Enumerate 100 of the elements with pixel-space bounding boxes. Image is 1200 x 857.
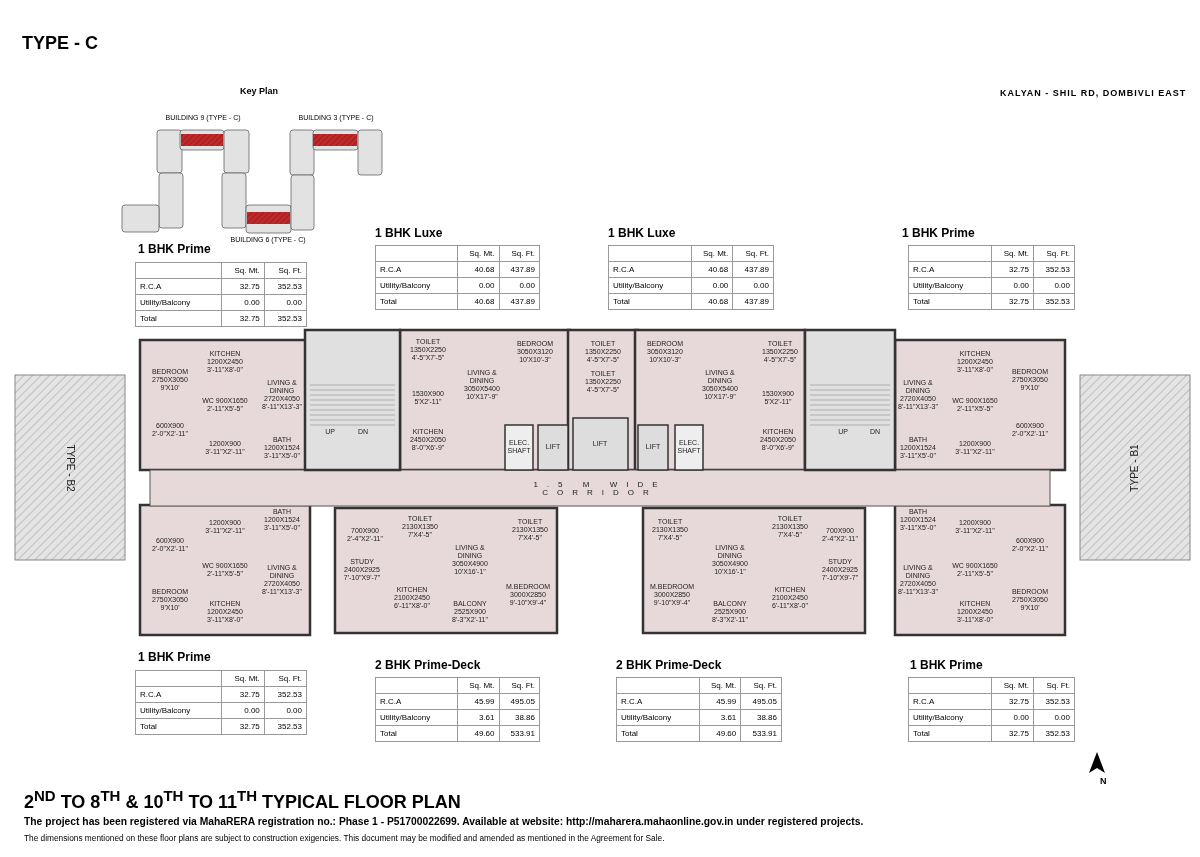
column-header: Sq. Mt. xyxy=(691,245,733,262)
area-value: 352.53 xyxy=(264,718,307,735)
room-label: TYPE - B1 xyxy=(1131,443,1139,494)
plan-caption: 2$^{ND}$ TO 8$^{TH}$ & 10$^{TH}$ TO 11$^{TH}$ TYPICAL FLOOR PLAN xyxy=(24,787,461,813)
area-value: 0.00 xyxy=(1033,277,1075,294)
row-label: Utility/Balcony xyxy=(908,277,992,294)
row-label: R.C.A xyxy=(135,278,221,295)
row-label: R.C.A xyxy=(135,686,221,703)
column-header: Sq. Ft. xyxy=(740,677,782,694)
area-value: 40.68 xyxy=(457,293,499,310)
area-value: 352.53 xyxy=(264,310,307,327)
column-header: Sq. Ft. xyxy=(732,245,774,262)
area-value: 45.99 xyxy=(457,693,499,710)
row-label: Utility/Balcony xyxy=(908,709,992,726)
row-label: R.C.A xyxy=(616,693,699,710)
row-label: Utility/Balcony xyxy=(135,702,221,719)
area-value: 32.75 xyxy=(991,293,1034,310)
unit-type-heading: 1 BHK Prime xyxy=(138,242,211,256)
row-label: Total xyxy=(135,310,221,327)
area-value: 40.68 xyxy=(691,261,733,278)
column-header: Sq. Ft. xyxy=(499,677,540,694)
area-value: 32.75 xyxy=(221,278,265,295)
area-value: 32.75 xyxy=(991,693,1034,710)
column-header: Sq. Mt. xyxy=(699,677,741,694)
area-value: 437.89 xyxy=(499,261,540,278)
row-label: Utility/Balcony xyxy=(608,277,691,294)
area-value: 32.75 xyxy=(221,310,265,327)
area-value: 3.61 xyxy=(457,709,499,726)
column-header: Sq. Mt. xyxy=(221,262,265,279)
column-header: Sq. Ft. xyxy=(1033,677,1075,694)
unit-type-heading: 1 BHK Luxe xyxy=(608,226,676,240)
area-value: 32.75 xyxy=(991,725,1034,742)
column-header: Sq. Mt. xyxy=(991,245,1034,262)
area-value: 0.00 xyxy=(221,702,265,719)
area-value: 38.86 xyxy=(740,709,782,726)
north-label: N xyxy=(1100,776,1107,786)
area-value: 0.00 xyxy=(691,277,733,294)
area-value: 495.05 xyxy=(499,693,540,710)
row-label: R.C.A xyxy=(375,693,458,710)
area-value: 533.91 xyxy=(499,725,540,742)
row-label: Utility/Balcony xyxy=(616,709,699,726)
area-value: 352.53 xyxy=(264,686,307,703)
column-header: Sq. Ft. xyxy=(499,245,540,262)
area-value: 40.68 xyxy=(691,293,733,310)
column-header: Sq. Mt. xyxy=(221,670,265,687)
row-label: Total xyxy=(616,725,699,742)
registration-note: The project has been registered via MahaRERA registration no.: Phase 1 - P51700022699. Available at website: http://maharera.mahaonline.gov.in under registered projects. xyxy=(24,816,864,827)
page-title: TYPE - C xyxy=(22,33,98,54)
row-label: R.C.A xyxy=(375,261,458,278)
area-value: 0.00 xyxy=(499,277,540,294)
row-label: Utility/Balcony xyxy=(135,294,221,311)
area-value: 352.53 xyxy=(1033,261,1075,278)
room-label: TYPE - B2 xyxy=(66,443,74,494)
column-header: Sq. Ft. xyxy=(1033,245,1075,262)
unit-type-heading: 1 BHK Prime xyxy=(138,650,211,664)
area-value: 3.61 xyxy=(699,709,741,726)
row-label: R.C.A xyxy=(608,261,691,278)
area-value: 352.53 xyxy=(1033,693,1075,710)
area-value: 0.00 xyxy=(457,277,499,294)
unit-type-heading: 1 BHK Prime xyxy=(910,658,983,672)
row-label: Total xyxy=(375,293,458,310)
unit-type-heading: 1 BHK Prime xyxy=(902,226,975,240)
area-value: 32.75 xyxy=(221,718,265,735)
row-label: Utility/Balcony xyxy=(375,709,458,726)
area-value: 0.00 xyxy=(264,702,307,719)
room-label: 1.5 M WIDE CORRIDOR xyxy=(532,481,668,497)
area-value: 352.53 xyxy=(1033,293,1075,310)
area-value: 352.53 xyxy=(1033,725,1075,742)
area-value: 437.89 xyxy=(732,293,774,310)
column-header: Sq. Ft. xyxy=(264,262,307,279)
area-value: 0.00 xyxy=(221,294,265,311)
row-label: Total xyxy=(908,293,992,310)
area-value: 437.89 xyxy=(499,293,540,310)
area-value: 40.68 xyxy=(457,261,499,278)
key-plan-heading: Key Plan xyxy=(240,86,279,96)
area-value: 437.89 xyxy=(732,261,774,278)
column-header: Sq. Mt. xyxy=(457,245,499,262)
row-label: Total xyxy=(375,725,458,742)
row-label: R.C.A xyxy=(908,693,992,710)
area-value: 49.60 xyxy=(699,725,741,742)
area-value: 0.00 xyxy=(264,294,307,311)
unit-type-heading: 2 BHK Prime-Deck xyxy=(616,658,722,672)
row-label: Utility/Balcony xyxy=(375,277,458,294)
disclaimer-note: The dimensions mentioned on these floor plans are subject to construction exigencies. This document may be modified and amended as mentioned in the Agreement for Sale. xyxy=(24,833,665,843)
area-value: 352.53 xyxy=(264,278,307,295)
row-label: Total xyxy=(135,718,221,735)
unit-type-heading: 2 BHK Prime-Deck xyxy=(375,658,481,672)
row-label: Total xyxy=(908,725,992,742)
column-header: Sq. Mt. xyxy=(991,677,1034,694)
row-label: Total xyxy=(608,293,691,310)
area-value: 32.75 xyxy=(991,261,1034,278)
area-value: 32.75 xyxy=(221,686,265,703)
row-label: R.C.A xyxy=(908,261,992,278)
unit-type-heading: 1 BHK Luxe xyxy=(375,226,443,240)
area-value: 45.99 xyxy=(699,693,741,710)
area-value: 0.00 xyxy=(991,709,1034,726)
area-value: 0.00 xyxy=(1033,709,1075,726)
area-value: 495.05 xyxy=(740,693,782,710)
area-value: 0.00 xyxy=(732,277,774,294)
location-text: KALYAN - SHIL RD, DOMBIVLI EAST xyxy=(1000,88,1187,98)
